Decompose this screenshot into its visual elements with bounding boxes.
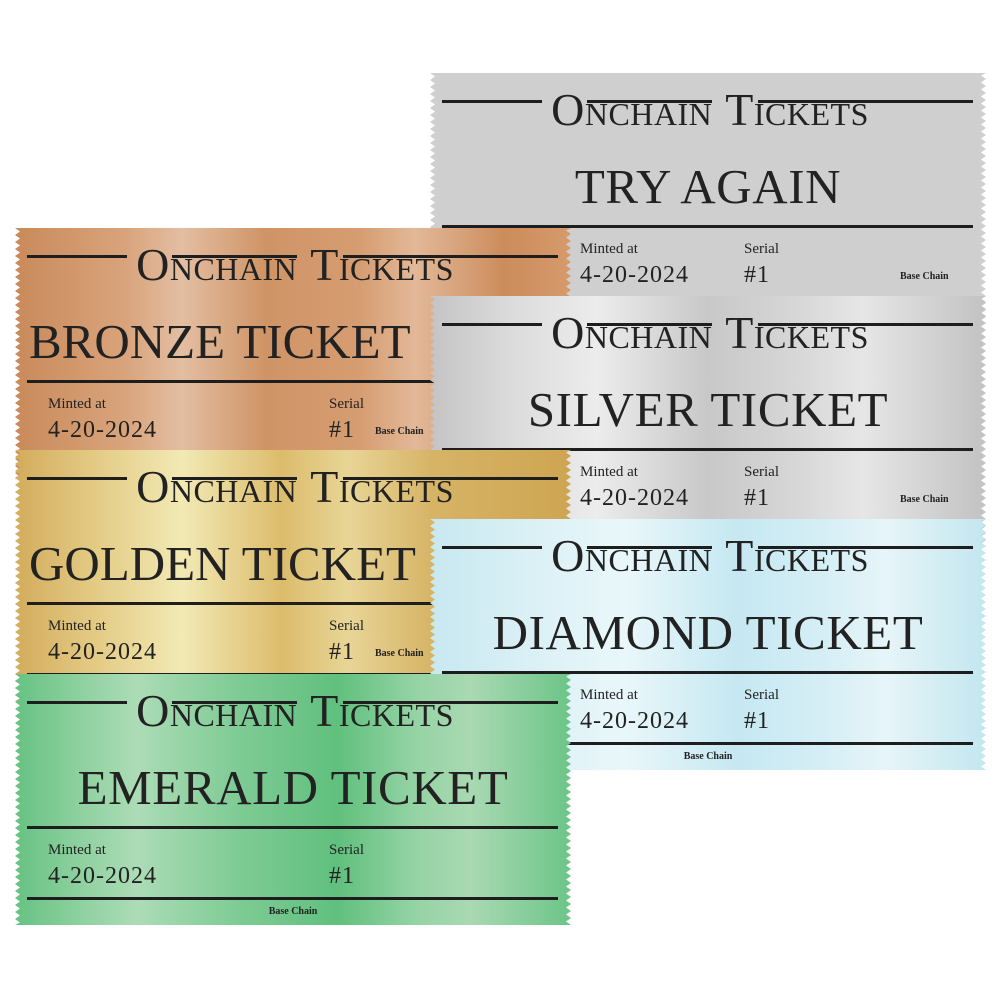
divider xyxy=(27,701,128,704)
serial-number: #1 xyxy=(744,708,770,734)
serial-number: #1 xyxy=(329,863,355,889)
divider xyxy=(442,546,543,549)
serial-number: #1 xyxy=(744,485,770,511)
minted-date: 4-20-2024 xyxy=(48,417,157,443)
minted-label: Minted at xyxy=(580,241,638,257)
brand-word-onchain: Onchain xyxy=(136,239,298,290)
brand-heading: Onchain Tickets xyxy=(27,464,558,510)
divider xyxy=(872,100,973,103)
divider xyxy=(442,448,973,451)
ticket-title: EMERALD TICKET xyxy=(77,760,509,815)
minted-date: 4-20-2024 xyxy=(580,485,689,511)
brand-heading: Onchain Tickets xyxy=(27,242,558,288)
brand-word-tickets: Tickets xyxy=(725,307,873,358)
brand-word-tickets: Tickets xyxy=(310,239,458,290)
brand-word-onchain: Onchain xyxy=(551,84,713,135)
minted-label: Minted at xyxy=(580,687,638,703)
minted-label: Minted at xyxy=(48,618,106,634)
brand-word-tickets: Tickets xyxy=(725,84,873,135)
divider xyxy=(457,701,558,704)
serial-label: Serial xyxy=(329,396,364,412)
minted-date: 4-20-2024 xyxy=(48,863,157,889)
minted-label: Minted at xyxy=(580,464,638,480)
serial-number: #1 xyxy=(329,417,355,443)
divider xyxy=(457,477,558,480)
chain-label: Base Chain xyxy=(900,494,949,505)
divider xyxy=(27,602,558,605)
divider xyxy=(442,742,973,745)
divider xyxy=(27,380,558,383)
brand-heading: Onchain Tickets xyxy=(442,310,973,356)
divider xyxy=(27,897,558,900)
minted-date: 4-20-2024 xyxy=(580,708,689,734)
ticket-title: TRY AGAIN xyxy=(574,159,842,214)
brand-word-tickets: Tickets xyxy=(310,685,458,736)
ticket-title: GOLDEN TICKET xyxy=(29,536,416,591)
brand-word-onchain: Onchain xyxy=(136,461,298,512)
chain-label: Base Chain xyxy=(375,648,424,659)
brand-word-onchain: Onchain xyxy=(551,530,713,581)
divider xyxy=(872,323,973,326)
ticket-title: BRONZE TICKET xyxy=(29,314,411,369)
divider xyxy=(27,255,128,258)
brand-heading: Onchain Tickets xyxy=(442,533,973,579)
minted-date: 4-20-2024 xyxy=(580,262,689,288)
divider xyxy=(442,323,543,326)
brand-heading: Onchain Tickets xyxy=(27,688,558,734)
divider xyxy=(27,826,558,829)
minted-label: Minted at xyxy=(48,396,106,412)
brand-heading: Onchain Tickets xyxy=(442,87,973,133)
brand-word-onchain: Onchain xyxy=(136,685,298,736)
brand-word-tickets: Tickets xyxy=(725,530,873,581)
serial-label: Serial xyxy=(744,464,779,480)
brand-word-onchain: Onchain xyxy=(551,307,713,358)
ticket-title: DIAMOND TICKET xyxy=(492,605,924,660)
serial-number: #1 xyxy=(744,262,770,288)
divider xyxy=(27,477,128,480)
chain-label: Base Chain xyxy=(375,426,424,437)
divider xyxy=(457,255,558,258)
divider xyxy=(442,671,973,674)
serial-label: Serial xyxy=(329,618,364,634)
ticket-emerald: Onchain Tickets EMERALD TICKET Minted at… xyxy=(15,674,571,925)
divider xyxy=(442,100,543,103)
chain-label: Base Chain xyxy=(900,271,949,282)
ticket-title: SILVER TICKET xyxy=(527,382,889,437)
minted-label: Minted at xyxy=(48,842,106,858)
minted-date: 4-20-2024 xyxy=(48,639,157,665)
serial-label: Serial xyxy=(744,241,779,257)
chain-label: Base Chain xyxy=(683,751,733,762)
serial-label: Serial xyxy=(329,842,364,858)
chain-label: Base Chain xyxy=(268,906,318,917)
divider xyxy=(442,225,973,228)
serial-number: #1 xyxy=(329,639,355,665)
serial-label: Serial xyxy=(744,687,779,703)
brand-word-tickets: Tickets xyxy=(310,461,458,512)
divider xyxy=(872,546,973,549)
